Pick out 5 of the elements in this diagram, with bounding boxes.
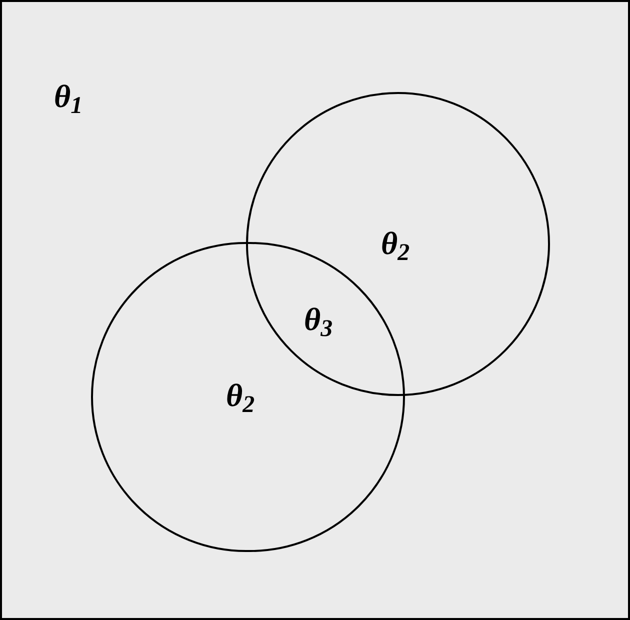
- region-symbol: θ$_{2}$: [381, 227, 410, 259]
- intersection-symbol: θ$_{3}$: [304, 303, 333, 335]
- circle-region: [246, 92, 550, 396]
- region-symbol: θ$_{1}$: [54, 80, 83, 112]
- region-symbol: θ$_{2}$: [226, 379, 255, 411]
